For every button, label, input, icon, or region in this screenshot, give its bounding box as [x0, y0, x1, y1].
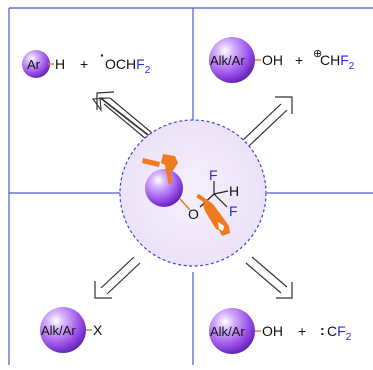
center-sphere — [145, 169, 183, 207]
center-oxygen: O — [188, 206, 199, 222]
fragment-chf2: CHF2 — [320, 52, 355, 72]
cation-symbol: ⊕ — [313, 48, 322, 60]
hammer-icon — [142, 154, 178, 185]
hydrogen-label: H — [55, 56, 65, 72]
sphere-alk-ar-bottom-right — [209, 308, 255, 354]
center-hydrogen: H — [229, 183, 239, 199]
sphere-ar-top-left — [22, 50, 50, 78]
plus-sign: + — [298, 323, 306, 339]
arrow-bottom-left — [94, 256, 141, 299]
radical-dot: · — [100, 47, 105, 63]
sphere-label-alk-ar: Alk/Ar — [210, 53, 245, 68]
fragment-ochf2: OCHF2 — [105, 56, 151, 76]
center-fluorine-bottom: F — [229, 203, 238, 219]
arrow-top-right — [242, 96, 293, 147]
sphere-alk-ar-top-right — [209, 37, 255, 83]
hydroxyl-label: OH — [262, 323, 283, 339]
carbene-dots: : — [320, 322, 325, 338]
bond-c-f-bottom — [213, 193, 228, 208]
bond-c-h — [213, 190, 229, 195]
plus-sign: + — [295, 52, 303, 68]
arrow-top-left-shape — [96, 91, 159, 145]
sphere-alk-ar-bottom-left — [40, 307, 86, 353]
sphere-label-alk-ar: Alk/Ar — [41, 323, 76, 338]
halide-label: X — [93, 322, 103, 338]
wrench-icon — [196, 193, 230, 236]
sphere-label-alk-ar: Alk/Ar — [210, 324, 245, 339]
hydroxyl-label: OH — [262, 52, 283, 68]
arrow-top-left — [91, 96, 157, 141]
sphere-label-ar: Ar — [27, 57, 41, 72]
fragment-cf2: CF2 — [327, 323, 352, 343]
plus-sign: + — [80, 56, 88, 72]
arrow-bottom-right — [245, 256, 293, 299]
bond-sphere-oxygen — [179, 198, 191, 211]
quadrant-grid — [8, 7, 373, 365]
center-reagent-circle — [119, 119, 267, 267]
center-fluorine-top: F — [209, 167, 218, 183]
